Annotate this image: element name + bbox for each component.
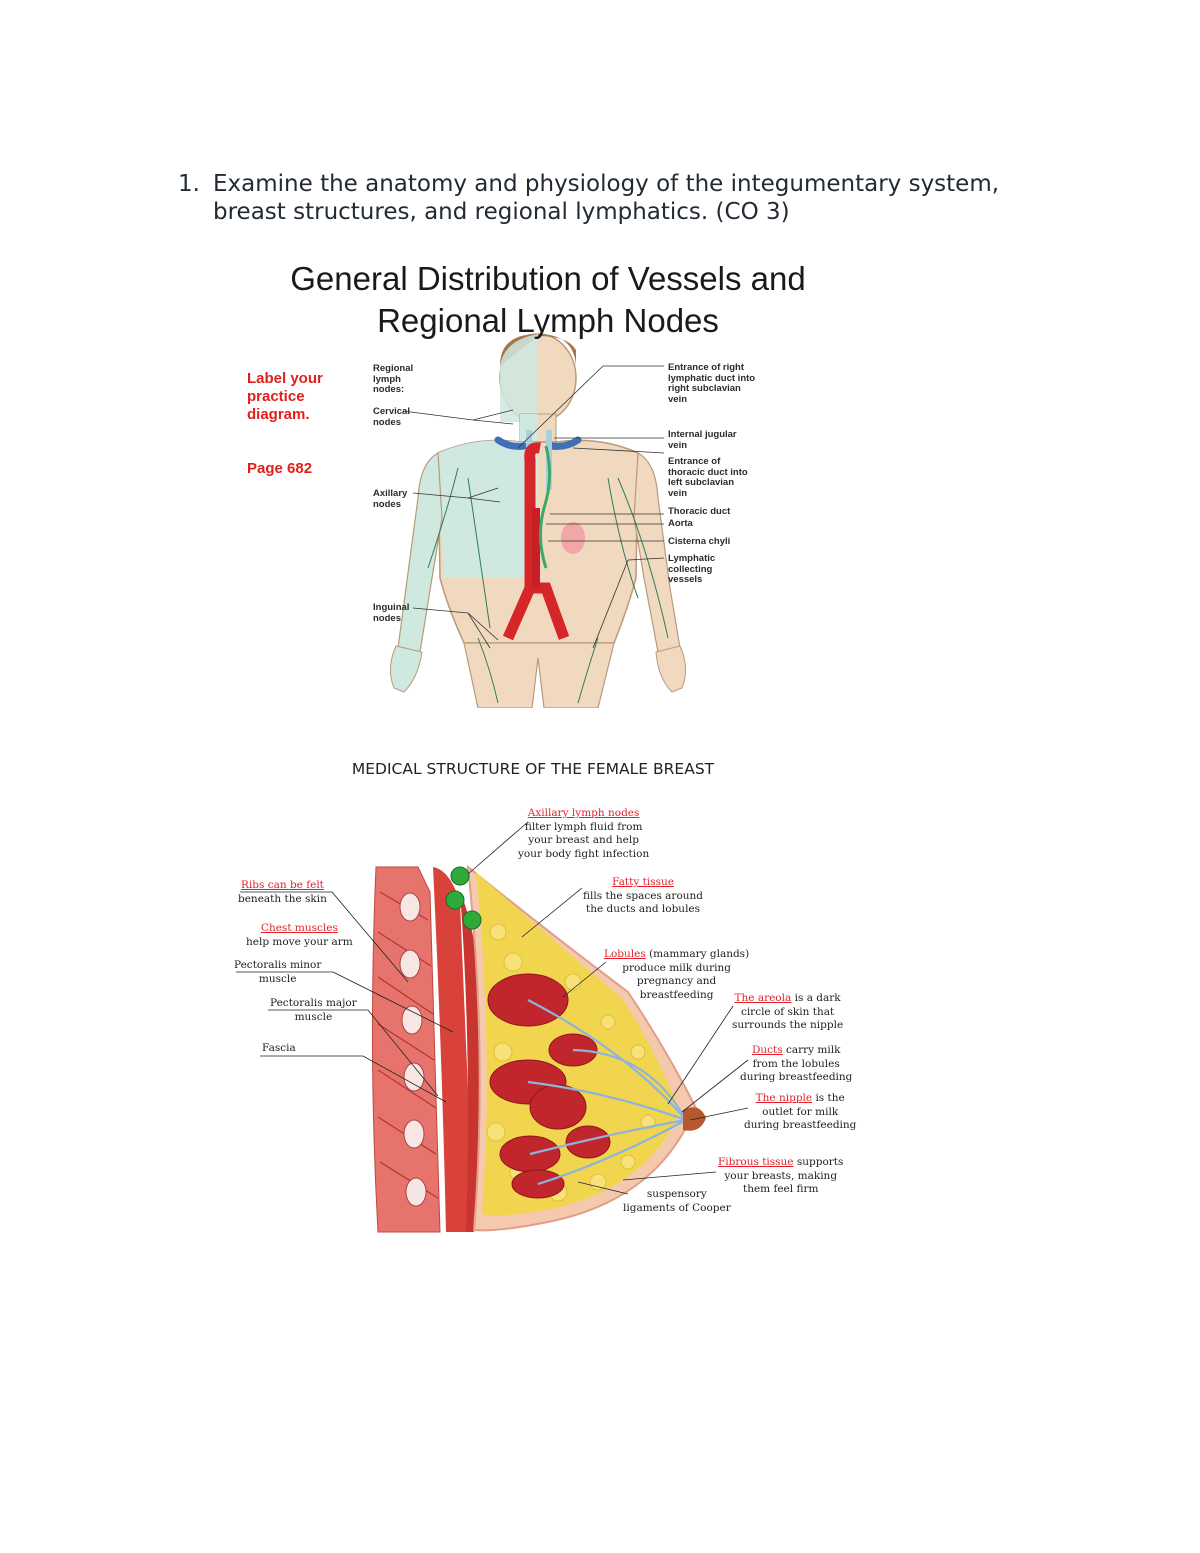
pec-minor-line2: muscle [258,972,297,985]
label-entrance-right-duct: Entrance of right lymphatic duct into ri… [668,362,756,405]
label-fibrous-tissue: Fibrous tissue supports your breasts, ma… [718,1156,843,1197]
ducts-desc-2: during breastfeeding [740,1071,853,1083]
page-reference: Page 682 [247,460,313,477]
label-regional-nodes: Regional lymph nodes: [373,363,414,395]
fibrous-desc-2: them feel firm [742,1183,819,1195]
label-collecting-vessels: Lymphatic collecting vessels [668,553,716,585]
label-pectoralis-major: Pectoralis major muscle [270,997,357,1024]
fibrous-title: Fibrous tissue [718,1156,794,1168]
breast-diagram: MEDICAL STRUCTURE OF THE FEMALE BREAST A… [228,752,908,1237]
cooper-line2: ligaments of Cooper [623,1201,731,1214]
axillary-desc-3: your body fight infection [518,847,650,860]
fatty-title: Fatty tissue [612,876,674,888]
chest-title: Chest muscles [260,922,338,934]
label-entrance-thoracic-duct: Entrance of thoracic duct into left subc… [668,456,748,499]
label-chest-muscles: Chest muscles help move your arm [246,922,353,949]
ribs-desc: beneath the skin [238,892,327,905]
practice-note: Label your practice diagram. [247,370,323,423]
axillary-desc-2: your breast and help [528,834,639,846]
label-axillary-lymph-nodes: Axillary lymph nodes filter lymph fluid … [518,807,649,861]
nipple-title: The nipple [755,1092,813,1104]
ducts-desc-1: from the lobules [752,1057,840,1070]
label-aorta: Aorta [668,518,693,529]
ducts-title-rest: carry milk [782,1044,841,1056]
label-pectoralis-minor: Pectoralis minor muscle [234,959,321,986]
fatty-desc-1: fills the spaces around [583,889,704,902]
breast-diagram-title: MEDICAL STRUCTURE OF THE FEMALE BREAST [351,760,715,778]
breast-illustration [236,821,749,1233]
label-lobules: Lobules (mammary glands) produce milk du… [604,948,749,1002]
lobules-title-rest: (mammary glands) [645,948,750,960]
lymph-title-line2: Regional Lymph Nodes [377,302,719,339]
chest-desc: help move your arm [246,935,353,948]
cooper-line1: suspensory [646,1188,707,1200]
lobules-desc-3: breastfeeding [639,988,714,1001]
question-text: Examine the anatomy and physiology of th… [213,171,1000,225]
label-areola: The areola is a dark circle of skin that… [732,992,843,1033]
areola-desc-1: circle of skin that [740,1005,835,1018]
fibrous-title-rest: supports [793,1156,844,1168]
question-number: 1. [178,171,200,197]
ribs-title: Ribs can be felt [241,879,324,891]
ducts-title: Ducts [751,1044,783,1056]
label-axillary-nodes: Axillary nodes [373,488,408,510]
label-nipple: The nipple is the outlet for milk during… [744,1092,856,1133]
axillary-desc-1: filter lymph fluid from [524,820,643,833]
lymph-body-illustration [390,333,686,708]
fibrous-desc-1: your breasts, making [724,1169,838,1182]
label-ducts: Ducts carry milk from the lobules during… [740,1044,852,1085]
fatty-desc-2: the ducts and lobules [585,903,701,915]
lymph-diagram: General Distribution of Vessels and Regi… [228,248,868,708]
lobules-title: Lobules [604,948,646,960]
lymph-diagram-title: General Distribution of Vessels and Regi… [228,258,868,342]
pec-minor-line1: Pectoralis minor [234,959,322,971]
areola-desc-2: surrounds the nipple [732,1019,844,1031]
label-inguinal-nodes: Inguinal nodes [373,602,410,624]
areola-title-rest: is a dark [791,992,841,1004]
label-fatty-tissue: Fatty tissue fills the spaces around the… [583,876,703,917]
label-ligaments-cooper: suspensory ligaments of Cooper [623,1188,731,1215]
pec-major-line1: Pectoralis major [270,997,357,1009]
label-ribs: Ribs can be felt beneath the skin [238,879,327,906]
pec-major-line2: muscle [294,1010,333,1023]
lobules-desc-1: produce milk during [622,961,731,974]
label-thoracic-duct: Thoracic duct [668,506,731,517]
nipple-desc-2: during breastfeeding [744,1119,857,1131]
areola-title: The areola [734,992,792,1004]
label-internal-jugular: Internal jugular vein [668,429,737,451]
label-cisterna-chyli: Cisterna chyli [668,536,731,547]
label-fascia: Fascia [262,1042,296,1054]
label-cervical-nodes: Cervical nodes [373,406,410,428]
nipple-title-rest: is the [812,1092,845,1104]
lymph-title-line1: General Distribution of Vessels and [290,260,806,297]
nipple-desc-1: outlet for milk [762,1105,839,1118]
axillary-title: Axillary lymph nodes [527,807,640,819]
lobules-desc-2: pregnancy and [636,975,717,987]
